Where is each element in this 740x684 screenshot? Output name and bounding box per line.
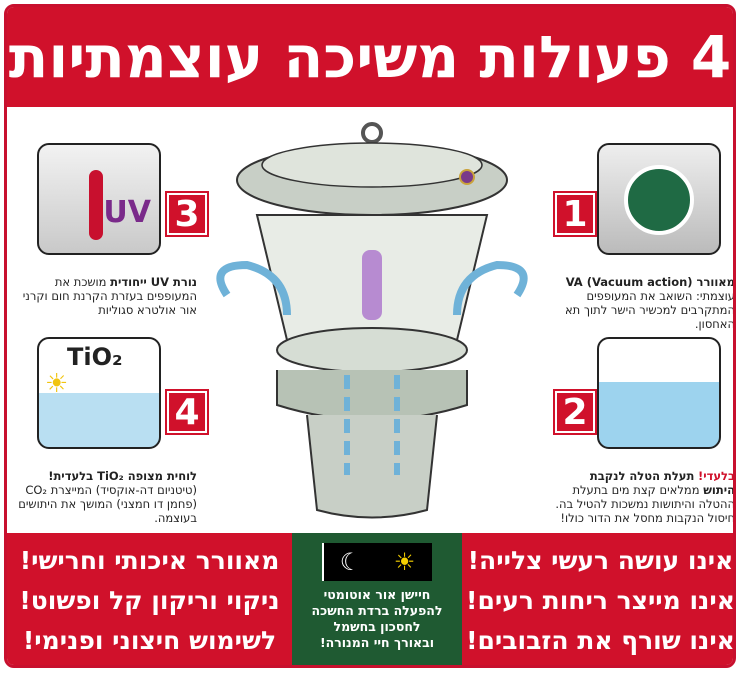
feature-3-number: 3 xyxy=(165,191,209,237)
sensor-line: להפעלה ברדת החשכה xyxy=(311,603,443,618)
feature-2-description: בלעדי! תעלת הטלה לנקבת היתוש ממלאים קצת … xyxy=(555,469,735,525)
benefit-line: מאוורר איכותי וחרישי! xyxy=(19,546,280,575)
bottom-left-benefits: מאוורר איכותי וחרישי! ניקוי וריקון קל ופ… xyxy=(7,533,292,665)
benefit-line: אינו שורף את הזבובים! xyxy=(466,626,735,655)
feature-1-fan-card xyxy=(597,143,721,255)
sensor-line: לחסכון בחשמל xyxy=(333,619,421,634)
mosquito-lamp-illustration xyxy=(216,122,528,519)
feature-4-description: לוחית מצופה TiO₂ בלעדית! (טיטניום דה-אוק… xyxy=(18,469,197,525)
sensor-line: ובאורך חיי המנורה! xyxy=(319,635,435,650)
light-sensor-box: ☀ ☾ חיישן אור אוטומטי להפעלה ברדת החשכה … xyxy=(292,533,462,665)
benefit-line: אינו מייצר ריחות רעים! xyxy=(466,586,735,615)
page-title: 4 פעולות משיכה עוצמתיות xyxy=(7,7,733,107)
benefit-line: לשימוש חיצוני ופנימי! xyxy=(22,626,277,655)
sun-icon: ☀ xyxy=(393,548,416,576)
feature-2-water-card xyxy=(597,337,721,449)
bottom-right-benefits: אינו עושה רעשי צלייה! אינו מייצר ריחות ר… xyxy=(462,533,735,665)
feature-1-number: 1 xyxy=(553,191,597,237)
feature-4-number: 4 xyxy=(165,389,209,435)
thermometer-icon xyxy=(89,170,103,240)
feature-3-uv-card: UV xyxy=(37,143,161,255)
feature-1-description: מאוורר VA (Vacuum action) עוצמתי: השואב … xyxy=(564,275,735,331)
feature-2-number: 2 xyxy=(553,389,597,435)
moon-icon: ☾ xyxy=(322,543,377,581)
day-night-icons: ☀ ☾ xyxy=(322,543,432,581)
benefit-line: אינו עושה רעשי צלייה! xyxy=(467,546,734,575)
benefit-line: ניקוי וריקון קל ופשוט! xyxy=(19,586,280,615)
feature-4-tio2-card: TiO₂ ☀ xyxy=(37,337,161,449)
sensor-line: חיישן אור אוטומטי xyxy=(323,587,431,602)
tio2-label: TiO₂ xyxy=(67,343,123,371)
infographic: 4 פעולות משיכה עוצמתיות 1 מאוורר VA (Vac… xyxy=(4,4,736,668)
uv-label: UV xyxy=(103,195,151,230)
feature-3-description: נורת UV ייחודית מושכת את המעופפים בעזרת … xyxy=(22,275,197,317)
sun-icon: ☀ xyxy=(45,369,69,399)
fan-icon xyxy=(624,165,694,235)
